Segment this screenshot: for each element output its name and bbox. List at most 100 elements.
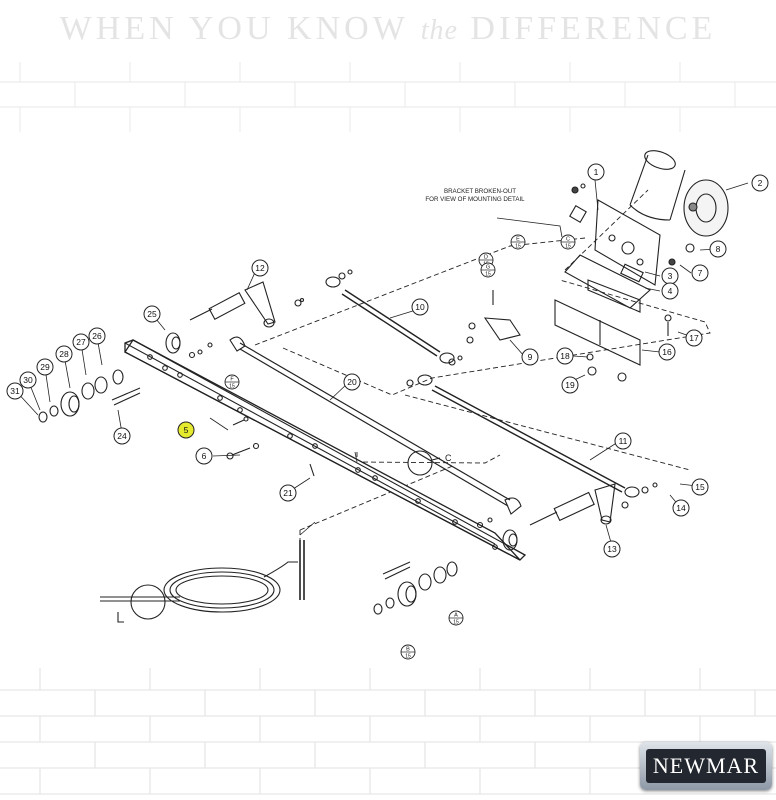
callout-circle-28 (55, 345, 73, 363)
callout-label-7: 7 (698, 268, 703, 278)
callout-label-21: 21 (283, 488, 293, 498)
callout-circle-31 (6, 382, 24, 400)
callout-circle-9 (521, 348, 539, 366)
newmar-logo: NEWMAR (640, 742, 772, 790)
callout-circle-26 (88, 327, 106, 345)
callout-circle-18 (556, 347, 574, 365)
note-line-1: BRACKET BROKEN-OUT (444, 188, 516, 195)
callout-label-14: 14 (676, 503, 686, 513)
callout-label-28: 28 (59, 349, 69, 359)
callout-label-15: 15 (695, 482, 705, 492)
pulley-stack-right (373, 517, 518, 615)
brick-wall-top (0, 62, 776, 132)
callout-label-19: 19 (565, 380, 575, 390)
section-ref-letter: B (406, 647, 410, 653)
exploded-parts-diagram: BRACKET BROKEN-OUT FOR VIEW OF MOUNTING … (6, 150, 769, 660)
section-ref-sheet: 15 (453, 620, 459, 626)
callout-circle-19 (561, 376, 579, 394)
callout-label-12: 12 (255, 263, 265, 273)
callout-circle-2 (751, 174, 769, 192)
callout-label-5: 5 (184, 425, 189, 435)
clamp-9 (466, 290, 521, 344)
callout-circle-7 (691, 264, 709, 282)
section-ref-letter: A (454, 613, 458, 619)
callout-label-4: 4 (668, 286, 673, 296)
newmar-logo-text: NEWMAR (646, 749, 766, 783)
callout-circle-14 (672, 499, 690, 517)
callout-circle-29 (36, 358, 54, 376)
section-ref-letter: F (230, 377, 234, 383)
callout-label-3: 3 (668, 271, 673, 281)
linkage-rod-20 (229, 336, 522, 515)
callout-circle-5 (177, 421, 195, 439)
callout-circle-13 (603, 540, 621, 558)
detail-leader-c (431, 457, 441, 461)
callout-circle-20 (343, 373, 361, 391)
callout-circle-25 (143, 305, 161, 323)
section-ref-sheet: 15 (405, 654, 411, 660)
callout-label-6: 6 (202, 451, 207, 461)
callout-circle-15 (691, 478, 709, 496)
callout-circle-1 (587, 163, 605, 181)
callout-circle-30 (19, 371, 37, 389)
detail-ref-letter: C (445, 453, 452, 463)
callout-circle-27 (72, 333, 90, 351)
callout-label-10: 10 (415, 302, 425, 312)
callout-label-20: 20 (347, 377, 357, 387)
callout-circle-8 (709, 240, 727, 258)
callout-label-31: 31 (10, 386, 20, 396)
callout-label-18: 18 (560, 351, 570, 361)
callout-label-17: 17 (689, 333, 699, 343)
crank-arm-13 (529, 483, 629, 526)
section-ref-letter: D (484, 255, 488, 261)
callout-label-27: 27 (76, 337, 86, 347)
callout-label-16: 16 (662, 347, 672, 357)
callout-label-26: 26 (92, 331, 102, 341)
callout-label-8: 8 (716, 244, 721, 254)
crank-arm-12 (189, 281, 305, 328)
tie-rod-11 (406, 374, 658, 498)
section-ref-sheet: 15 (565, 244, 571, 250)
callout-label-29: 29 (40, 362, 50, 372)
callout-label-11: 11 (619, 436, 628, 446)
callout-circle-17 (685, 329, 703, 347)
slogan-text-2: DIFFERENCE (457, 10, 717, 47)
note-line-2: FOR VIEW OF MOUNTING DETAIL (425, 196, 525, 203)
frame-bar (124, 339, 527, 561)
slogan-text-1: WHEN YOU KNOW (59, 10, 421, 47)
section-ref-letter: G (486, 265, 490, 271)
callout-circle-11 (614, 432, 632, 450)
callout-label-2: 2 (758, 178, 763, 188)
callout-label-13: 13 (607, 544, 617, 554)
callout-label-9: 9 (528, 352, 533, 362)
callout-circle-6 (195, 447, 213, 465)
callout-circle-10 (411, 298, 429, 316)
section-ref-letter: C (566, 237, 570, 243)
callout-circle-21 (279, 484, 297, 502)
callout-label-1: 1 (594, 167, 599, 177)
pulley-stack-left (38, 332, 213, 423)
callout-bubbles: 1234567891011121314151617181920212425262… (6, 163, 769, 558)
slogan-banner: WHEN YOU KNOW the DIFFERENCE (0, 10, 776, 48)
section-ref-sheet: 15 (485, 272, 491, 278)
cable-coil (100, 540, 305, 623)
callout-label-24: 24 (117, 431, 127, 441)
assembly-dashed-outline (254, 189, 711, 560)
callout-label-30: 30 (23, 375, 33, 385)
bracket-16 (554, 299, 672, 382)
slogan-italic-the: the (420, 15, 458, 46)
leader-lines (14, 179, 749, 547)
callout-label-25: 25 (147, 309, 157, 319)
callout-circle-16 (658, 343, 676, 361)
bolts (226, 416, 315, 477)
section-refs: A15B15C15D15E15F15G15 (224, 234, 576, 660)
tie-rod-10 (325, 269, 463, 366)
detail-circle-c (407, 450, 433, 476)
motor-assembly (564, 150, 729, 313)
section-ref-letter: E (516, 237, 520, 243)
section-ref-sheet: 15 (229, 384, 235, 390)
callout-circle-24 (113, 427, 131, 445)
callout-circle-4 (661, 282, 679, 300)
section-ref-sheet: 15 (515, 244, 521, 250)
